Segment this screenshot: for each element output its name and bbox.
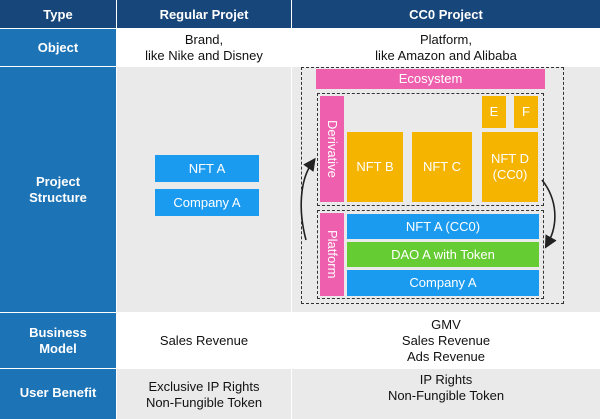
benefit-cc0: IP Rights Non-Fungible Token (292, 369, 600, 419)
derivative-label-text: Derivative (325, 120, 340, 178)
business-cc0: GMV Sales Revenue Ads Revenue (292, 313, 600, 368)
platform-label: Platform (320, 213, 344, 296)
benefit-regular: Exclusive IP Rights Non-Fungible Token (117, 369, 291, 419)
box-f: F (514, 96, 538, 128)
row-label-business: Business Model (0, 313, 116, 368)
regular-nft-a-box: NFT A (155, 155, 259, 182)
arrow-right-down (541, 179, 557, 249)
derivative-label: Derivative (320, 96, 344, 202)
platform-label-text: Platform (325, 230, 340, 279)
regular-company-a-box: Company A (155, 189, 259, 216)
ecosystem-bar: Ecosystem (316, 69, 545, 89)
cc0-company-a-box: Company A (347, 270, 539, 296)
business-regular: Sales Revenue (117, 313, 291, 368)
cycle-arrows (300, 157, 557, 249)
nft-d-box: NFT D (CC0) (482, 132, 538, 202)
object-cc0: Platform, like Amazon and Alibaba (292, 29, 600, 66)
arrow-left-up (300, 157, 316, 241)
derivative-group (317, 93, 544, 206)
header-cc0: CC0 Project (292, 0, 600, 28)
object-regular: Brand, like Nike and Disney (117, 29, 291, 66)
header-regular: Regular Projet (117, 0, 291, 28)
header-type: Type (0, 0, 116, 28)
platform-group (317, 210, 544, 299)
cc0-outer-boundary (301, 67, 564, 304)
box-e: E (482, 96, 506, 128)
dao-box: DAO A with Token (347, 242, 539, 267)
row-label-benefit: User Benefit (0, 369, 116, 419)
cc0-nft-a-box: NFT A (CC0) (347, 214, 539, 239)
nft-c-box: NFT C (412, 132, 472, 202)
row-label-object: Object (0, 29, 116, 66)
nft-b-box: NFT B (347, 132, 403, 202)
row-label-structure: Project Structure (0, 67, 116, 312)
